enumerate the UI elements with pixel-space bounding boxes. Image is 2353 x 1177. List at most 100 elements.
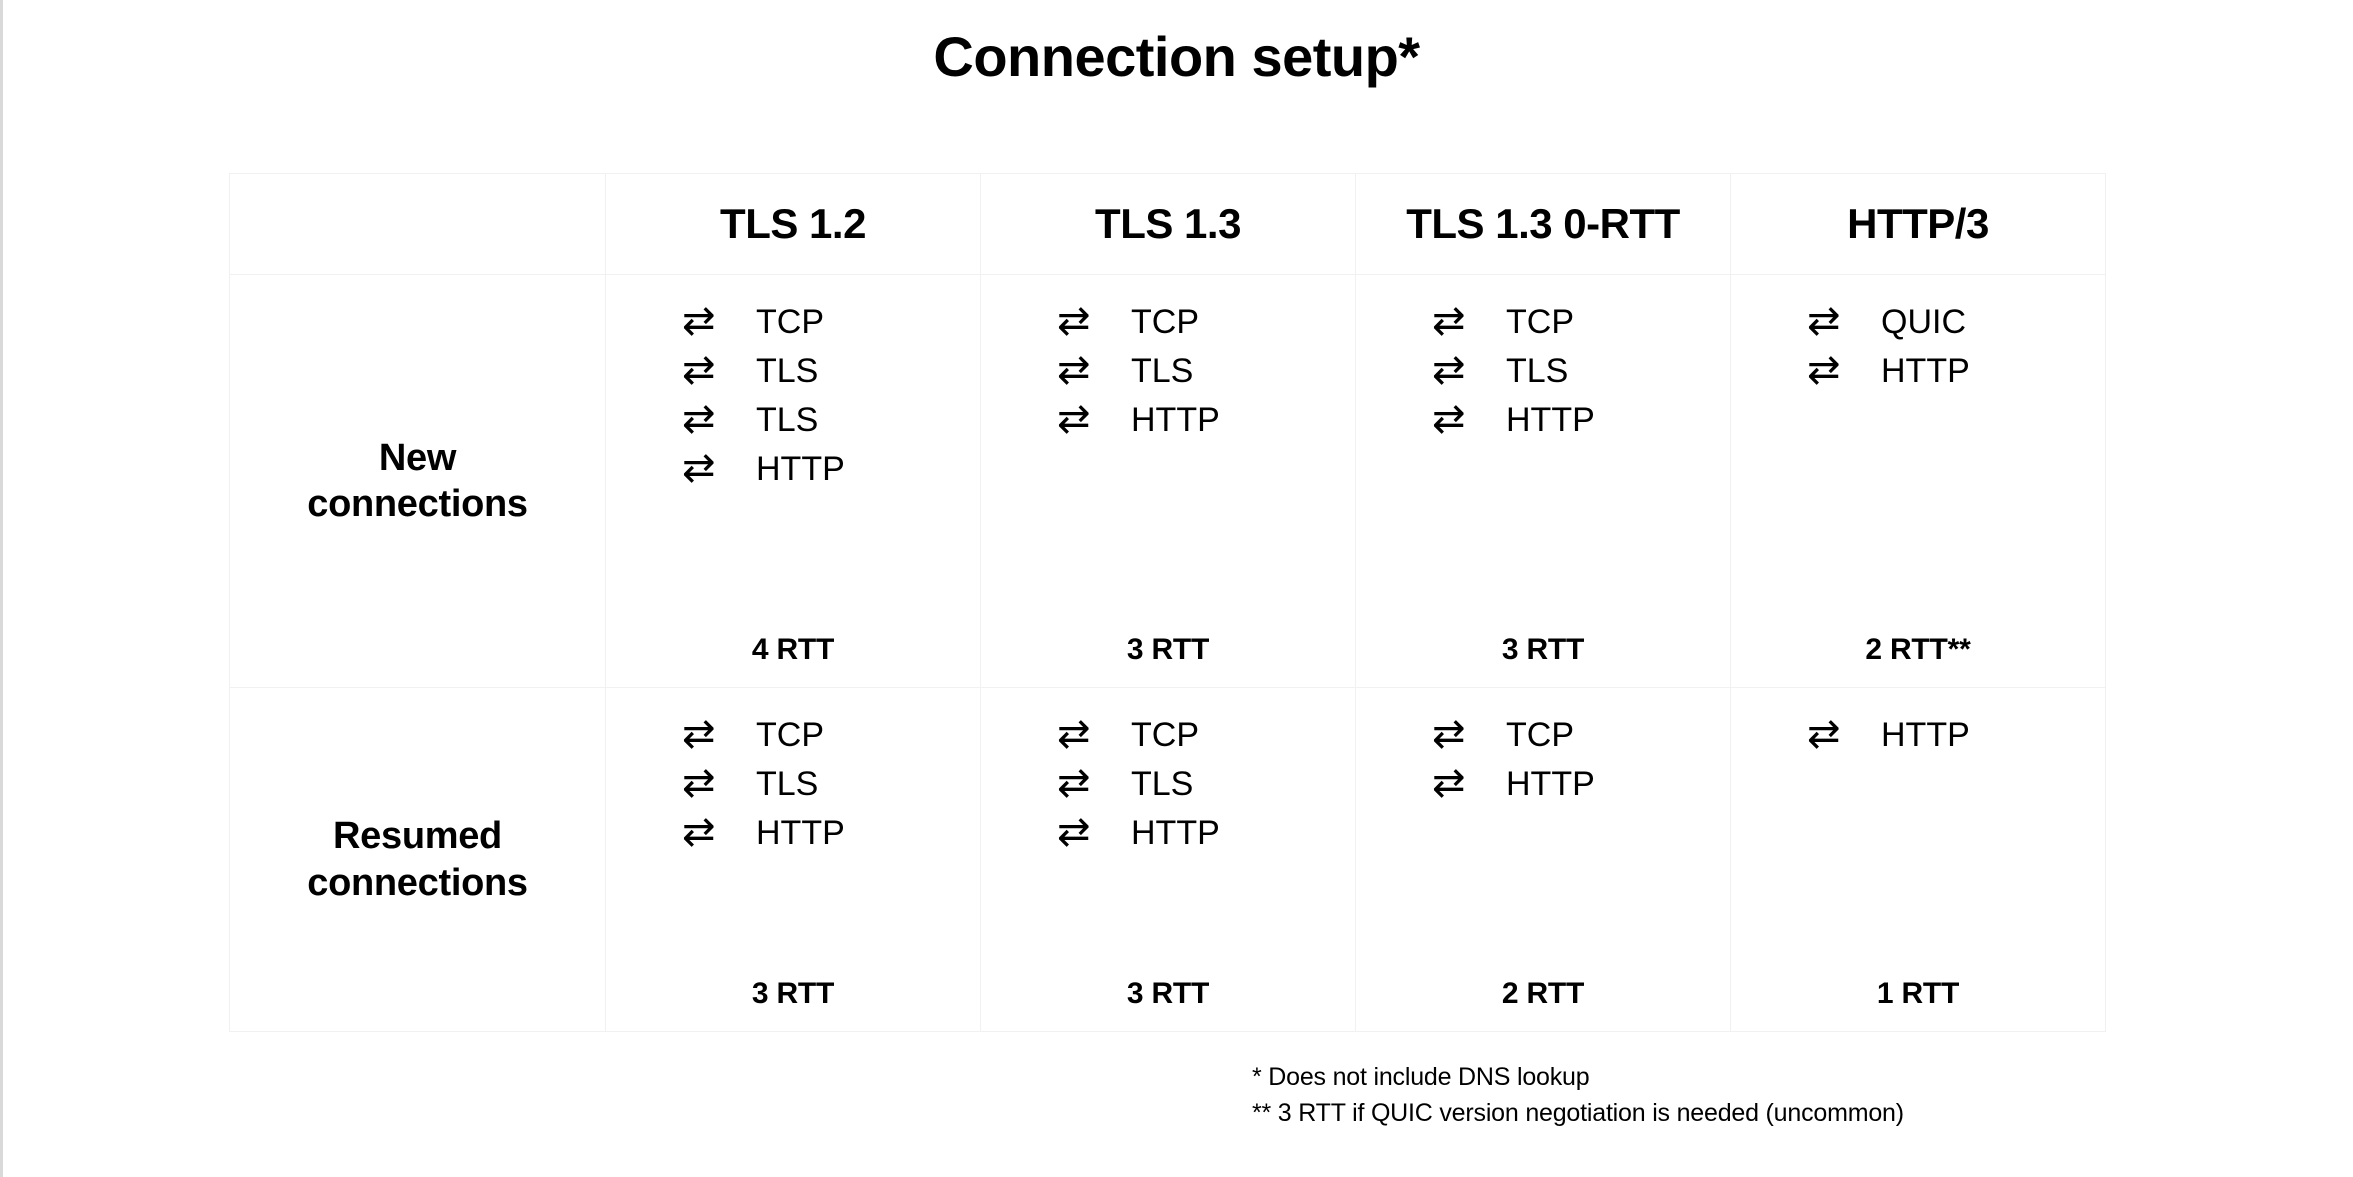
exchange-arrows-icon: ⇄	[1432, 298, 1466, 344]
table-body: New connections ⇄ TCP ⇄ TLS	[229, 274, 2106, 1032]
header-corner-cell	[229, 173, 606, 275]
protocol-line: ⇄ HTTP	[682, 809, 904, 855]
row-label-resumed-connections: Resumed connections	[229, 687, 606, 1032]
footnote-quic-version-negotiation: ** 3 RTT if QUIC version negotiation is …	[1252, 1098, 1904, 1127]
rtt-total: 2 RTT**	[1865, 633, 1971, 666]
protocol-line: ⇄ HTTP	[1807, 711, 2029, 757]
cell-new-tls12: ⇄ TCP ⇄ TLS ⇄ TLS	[605, 274, 981, 688]
rtt-total: 3 RTT	[751, 977, 835, 1010]
exchange-arrows-icon: ⇄	[682, 347, 716, 393]
protocol-line: ⇄ TLS	[682, 347, 904, 393]
protocol-label: TCP	[1131, 303, 1199, 341]
table-row: Resumed connections ⇄ TCP ⇄ TLS	[229, 687, 2106, 1032]
page-title: Connection setup*	[933, 25, 1420, 88]
protocol-stack: ⇄ HTTP	[1807, 711, 2029, 757]
exchange-arrows-icon: ⇄	[1057, 396, 1091, 442]
protocol-label: HTTP	[1506, 765, 1595, 803]
protocol-line: ⇄ TLS	[682, 396, 904, 442]
rtt-total: 3 RTT	[1126, 977, 1210, 1010]
exchange-arrows-icon: ⇄	[682, 298, 716, 344]
exchange-arrows-icon: ⇄	[1432, 347, 1466, 393]
protocol-line: ⇄ TLS	[1057, 760, 1279, 806]
protocol-line: ⇄ TCP	[682, 711, 904, 757]
protocol-label: TLS	[756, 401, 819, 439]
cell-resumed-http3: ⇄ HTTP 1 RTT	[1730, 687, 2106, 1032]
protocol-label: TLS	[756, 765, 819, 803]
cell-resumed-tls13: ⇄ TCP ⇄ TLS ⇄ HTTP	[980, 687, 1356, 1032]
protocol-stack: ⇄ TCP ⇄ TLS ⇄ HTTP	[1057, 711, 1279, 855]
protocol-line: ⇄ HTTP	[682, 445, 904, 491]
protocol-stack: ⇄ QUIC ⇄ HTTP	[1807, 301, 2029, 393]
protocol-line: ⇄ HTTP	[1057, 809, 1279, 855]
column-header-tls13-0rtt: TLS 1.3 0-RTT	[1355, 173, 1731, 275]
exchange-arrows-icon: ⇄	[682, 445, 716, 491]
exchange-arrows-icon: ⇄	[1057, 809, 1091, 855]
protocol-line: ⇄ TCP	[1057, 298, 1279, 344]
exchange-arrows-icon: ⇄	[682, 711, 716, 757]
rtt-total: 3 RTT	[1501, 633, 1585, 666]
protocol-line: ⇄ HTTP	[1432, 399, 1654, 439]
rtt-total: 3 RTT	[1126, 633, 1210, 666]
cell-resumed-tls13-0rtt: ⇄ TCP ⇄ HTTP 2 RTT	[1355, 687, 1731, 1032]
protocol-line: ⇄ TLS	[682, 760, 904, 806]
row-label-line: connections	[307, 483, 528, 525]
exchange-arrows-icon: ⇄	[1057, 347, 1091, 393]
rtt-total: 4 RTT	[751, 633, 835, 666]
protocol-line: ⇄ HTTP	[1807, 347, 2029, 393]
row-label-new-connections: New connections	[229, 274, 606, 688]
exchange-arrows-icon: ⇄	[682, 760, 716, 806]
footnotes: * Does not include DNS lookup ** 3 RTT i…	[1252, 1060, 1904, 1131]
exchange-arrows-icon: ⇄	[1057, 711, 1091, 757]
row-label-line: Resumed	[333, 815, 502, 858]
column-header-tls12: TLS 1.2	[605, 173, 981, 275]
protocol-stack: ⇄ TCP ⇄ TLS ⇄ TLS	[682, 298, 904, 491]
protocol-label: TLS	[756, 352, 819, 390]
protocol-label: HTTP	[1881, 716, 1970, 754]
page-edge-rule	[0, 0, 3, 1177]
rtt-total: 2 RTT	[1501, 977, 1585, 1010]
cell-resumed-tls12: ⇄ TCP ⇄ TLS ⇄ HTTP	[605, 687, 981, 1032]
protocol-label: HTTP	[1131, 814, 1220, 852]
exchange-arrows-icon: ⇄	[1432, 711, 1466, 757]
protocol-label: TCP	[756, 716, 824, 754]
exchange-arrows-icon: ⇄	[1807, 347, 1841, 393]
protocol-line: ⇄ TCP	[1432, 298, 1654, 344]
table-header-row: TLS 1.2 TLS 1.3 TLS 1.3 0-RTT HTTP/3	[229, 173, 2106, 275]
protocol-label: HTTP	[1881, 352, 1970, 390]
exchange-arrows-icon: ⇄	[1057, 760, 1091, 806]
exchange-arrows-icon: ⇄	[1432, 760, 1466, 806]
protocol-label: TLS	[1506, 352, 1569, 390]
cell-new-http3: ⇄ QUIC ⇄ HTTP 2 RTT**	[1730, 274, 2106, 688]
column-header-http3: HTTP/3	[1730, 173, 2106, 275]
cell-new-tls13: ⇄ TCP ⇄ TLS ⇄ HTTP	[980, 274, 1356, 688]
protocol-line: ⇄ TCP	[682, 298, 904, 344]
protocol-label: TCP	[1131, 716, 1199, 754]
protocol-line: ⇄ TLS	[1432, 347, 1654, 393]
exchange-arrows-icon: ⇄	[1807, 711, 1841, 757]
protocol-line: ⇄ TCP	[1057, 711, 1279, 757]
protocol-stack: ⇄ TCP ⇄ TLS ⇄ HTTP	[1432, 298, 1654, 439]
footnote-dns: * Does not include DNS lookup	[1252, 1063, 1590, 1091]
exchange-arrows-icon: ⇄	[1057, 298, 1091, 344]
protocol-stack: ⇄ TCP ⇄ HTTP	[1432, 711, 1654, 806]
protocol-stack: ⇄ TCP ⇄ TLS ⇄ HTTP	[682, 711, 904, 855]
table-header: TLS 1.2 TLS 1.3 TLS 1.3 0-RTT HTTP/3	[229, 173, 2106, 275]
exchange-arrows-icon: ⇄	[682, 396, 716, 442]
protocol-line: ⇄ HTTP	[1057, 396, 1279, 442]
protocol-label: HTTP	[756, 450, 845, 488]
rtt-total: 1 RTT	[1876, 977, 1960, 1010]
protocol-line: ⇄ QUIC	[1807, 301, 2029, 341]
protocol-line: ⇄ TLS	[1057, 347, 1279, 393]
column-header-tls13: TLS 1.3	[980, 173, 1356, 275]
protocol-label: HTTP	[1131, 401, 1220, 439]
protocol-label: TLS	[1131, 352, 1194, 390]
row-label-line: New	[378, 436, 457, 479]
protocol-label: TCP	[1506, 303, 1574, 341]
cell-new-tls13-0rtt: ⇄ TCP ⇄ TLS ⇄ HTTP	[1355, 274, 1731, 688]
exchange-arrows-icon: ⇄	[682, 809, 716, 855]
protocol-line: ⇄ HTTP	[1432, 760, 1654, 806]
protocol-label: QUIC	[1881, 303, 1966, 341]
table-row: New connections ⇄ TCP ⇄ TLS	[229, 274, 2106, 688]
protocol-label: HTTP	[1506, 401, 1595, 439]
